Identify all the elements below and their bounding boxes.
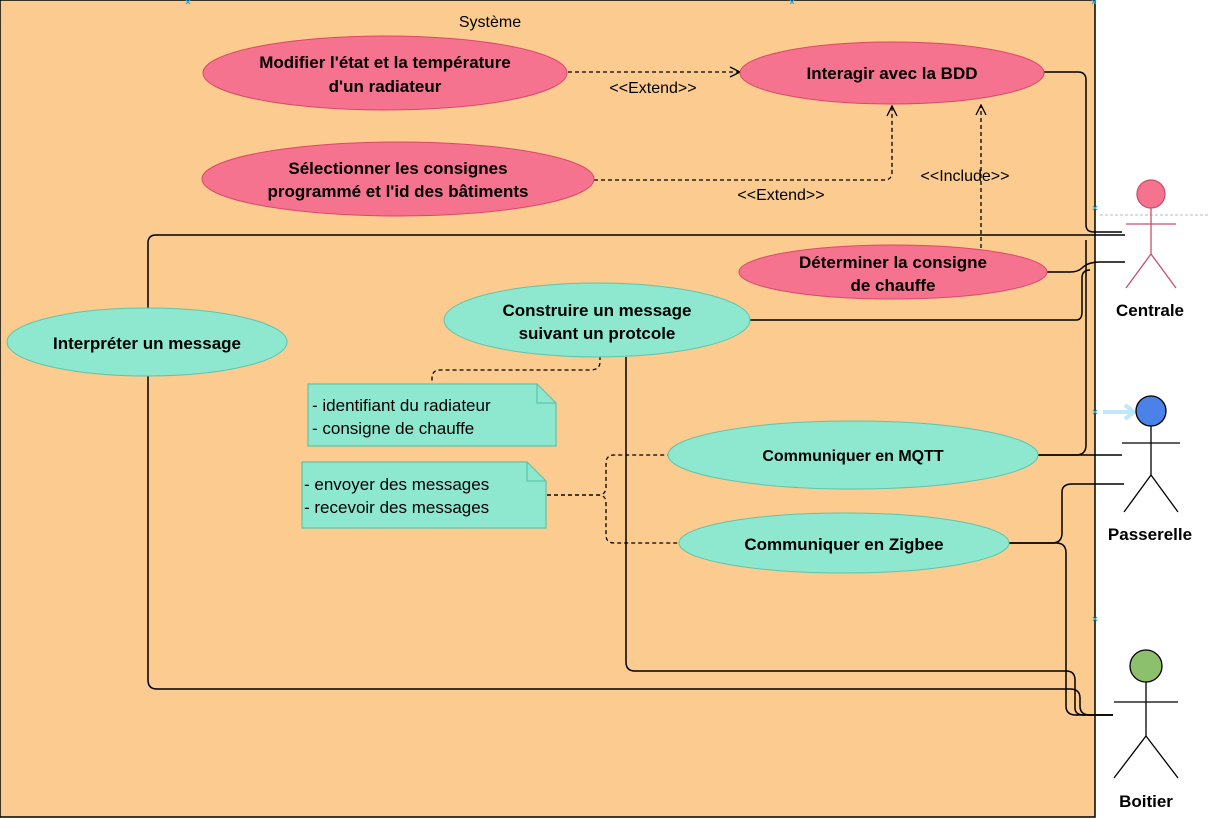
note-radiateur-line-2: - consigne de chauffe	[312, 419, 474, 438]
association-lines	[147, 71, 1125, 716]
note-messages-line-2: - recevoir des messages	[304, 498, 489, 517]
note-radiateur-line-1: - identifiant du radiateur	[312, 396, 491, 415]
dashed-relations	[431, 72, 981, 544]
actor-passerelle[interactable]: Passerelle	[1103, 395, 1192, 544]
extend2-label: <<Extend>>	[737, 187, 824, 204]
note-messages-line-1: - envoyer des messages	[304, 475, 489, 494]
usecase-zigbee-label: Communiquer en Zigbee	[744, 535, 943, 554]
extend1-label: <<Extend>>	[609, 80, 696, 97]
usecase-interpreter-label: Interpréter un message	[53, 334, 241, 353]
actor-passerelle-label: Passerelle	[1108, 525, 1192, 544]
usecase-construire-label-1: Construire un message	[503, 301, 692, 320]
usecase-mqtt-label: Communiquer en MQTT	[762, 448, 944, 465]
usecase-construire[interactable]: Construire un message suivant un protcol…	[443, 282, 751, 358]
usecase-interagir-label: Interagir avec la BDD	[806, 64, 977, 83]
actor-centrale[interactable]: Centrale	[1116, 179, 1184, 320]
usecase-zigbee[interactable]: Communiquer en Zigbee	[678, 512, 1010, 574]
connection-arrow-icon	[1103, 403, 1138, 421]
usecase-selectionner[interactable]: Sélectionner les consignes programmé et …	[201, 141, 595, 217]
usecase-interagir[interactable]: Interagir avec la BDD	[739, 41, 1045, 105]
usecase-selectionner-label-2: programmé et l'id des bâtiments	[268, 182, 529, 201]
extend2-line	[594, 106, 892, 181]
usecase-construire-label-2: suivant un protcole	[519, 324, 676, 343]
selection-handles	[185, 0, 1098, 622]
note-messages[interactable]: - envoyer des messages - recevoir des me…	[301, 461, 547, 529]
actor-boitier-label: Boitier	[1119, 792, 1173, 811]
system-title: Système	[459, 14, 521, 31]
note-radiateur[interactable]: - identifiant du radiateur - consigne de…	[307, 383, 557, 447]
usecase-modifier[interactable]: Modifier l'état et la température d'un r…	[202, 35, 568, 111]
usecase-interpreter[interactable]: Interpréter un message	[6, 307, 288, 377]
note1-link	[431, 356, 601, 384]
note2-link-zigbee	[547, 494, 680, 544]
usecase-determiner-label-1: Déterminer la consigne	[799, 253, 987, 272]
include-label: <<Include>>	[921, 168, 1010, 185]
usecase-determiner[interactable]: Déterminer la consigne de chauffe	[738, 244, 1048, 300]
actor-centrale-label: Centrale	[1116, 301, 1184, 320]
usecase-determiner-label-2: de chauffe	[850, 276, 935, 295]
usecase-selectionner-label-1: Sélectionner les consignes	[288, 159, 507, 178]
usecase-modifier-label-2: d'un radiateur	[329, 77, 442, 96]
usecase-mqtt[interactable]: Communiquer en MQTT	[667, 420, 1039, 490]
usecase-modifier-label-1: Modifier l'état et la température	[259, 53, 511, 72]
actor-boitier[interactable]: Boitier	[1113, 649, 1179, 811]
